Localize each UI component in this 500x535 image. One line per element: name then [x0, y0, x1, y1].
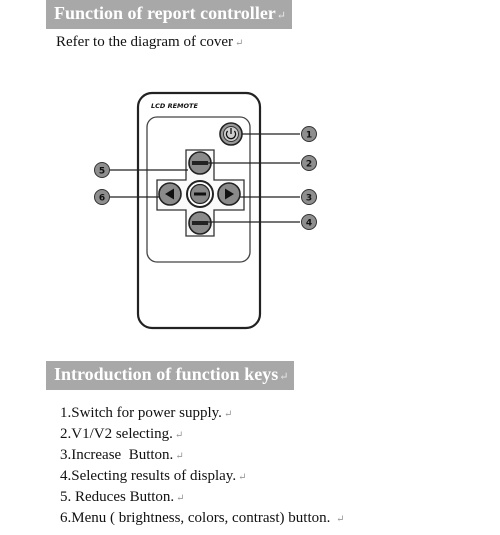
- intro-text-label: Refer to the diagram of cover: [56, 34, 234, 50]
- list-item: 6.Menu ( brightness, colors, contrast) b…: [60, 510, 345, 527]
- callout-badge-3: 3: [301, 189, 317, 205]
- callout-number: 3: [306, 194, 312, 204]
- callout-badge-5: 5: [94, 162, 110, 178]
- callout-number: 1: [306, 131, 312, 141]
- callout-number: 5: [99, 167, 105, 177]
- paragraph-mark-icon: ↵: [238, 472, 247, 483]
- callout-number: 2: [306, 160, 312, 170]
- section-heading-report-controller: Function of report controller↵: [46, 0, 293, 29]
- section-heading-function-keys: Introduction of function keys↵: [46, 361, 295, 390]
- paragraph-mark-icon: ↵: [174, 430, 184, 441]
- remote-brand-label: LCD REMOTE: [151, 102, 198, 110]
- list-item: 5. Reduces Button.↵: [60, 489, 185, 506]
- power-icon: [225, 128, 237, 140]
- increase-button[interactable]: [217, 182, 241, 206]
- reduce-button[interactable]: [158, 182, 182, 206]
- list-item-text: 3.Increase Button.: [60, 447, 174, 463]
- list-item: 1.Switch for power supply.↵: [60, 405, 232, 422]
- list-item-text: 2.V1/V2 selecting.: [60, 426, 173, 442]
- power-button[interactable]: [219, 122, 243, 146]
- menu-button[interactable]: [188, 211, 212, 235]
- callout-badge-6: 6: [94, 189, 110, 205]
- list-item-text: 1.Switch for power supply.: [60, 405, 222, 421]
- section-heading-text: Introduction of function keys: [54, 364, 279, 384]
- callout-number: 6: [99, 194, 105, 204]
- list-item: 3.Increase Button.↵: [60, 447, 184, 464]
- list-item-text: 5. Reduces Button.: [60, 489, 175, 505]
- callout-badge-1: 1: [301, 126, 317, 142]
- paragraph-mark-icon: ↵: [336, 514, 345, 525]
- paragraph-mark-icon: ↵: [235, 38, 244, 49]
- list-item: 4.Selecting results of display.↵: [60, 468, 246, 485]
- callout-badge-2: 2: [301, 155, 317, 171]
- paragraph-mark-icon: ↵: [279, 371, 289, 383]
- paragraph-mark-icon: ↵: [176, 493, 185, 504]
- callout-badge-4: 4: [301, 214, 317, 230]
- callout-number: 4: [306, 219, 312, 229]
- arrow-left-icon: [165, 188, 174, 200]
- paragraph-mark-icon: ↵: [276, 10, 287, 22]
- intro-text: Refer to the diagram of cover↵: [56, 34, 243, 51]
- list-item-text: 6.Menu ( brightness, colors, contrast) b…: [60, 510, 335, 526]
- list-item: 2.V1/V2 selecting.↵: [60, 426, 183, 443]
- section-heading-text: Function of report controller: [54, 3, 276, 23]
- arrow-right-icon: [225, 188, 234, 200]
- select-display-center-button[interactable]: [186, 180, 214, 208]
- paragraph-mark-icon: ↵: [223, 409, 233, 420]
- paragraph-mark-icon: ↵: [175, 451, 184, 462]
- list-item-text: 4.Selecting results of display.: [60, 468, 237, 484]
